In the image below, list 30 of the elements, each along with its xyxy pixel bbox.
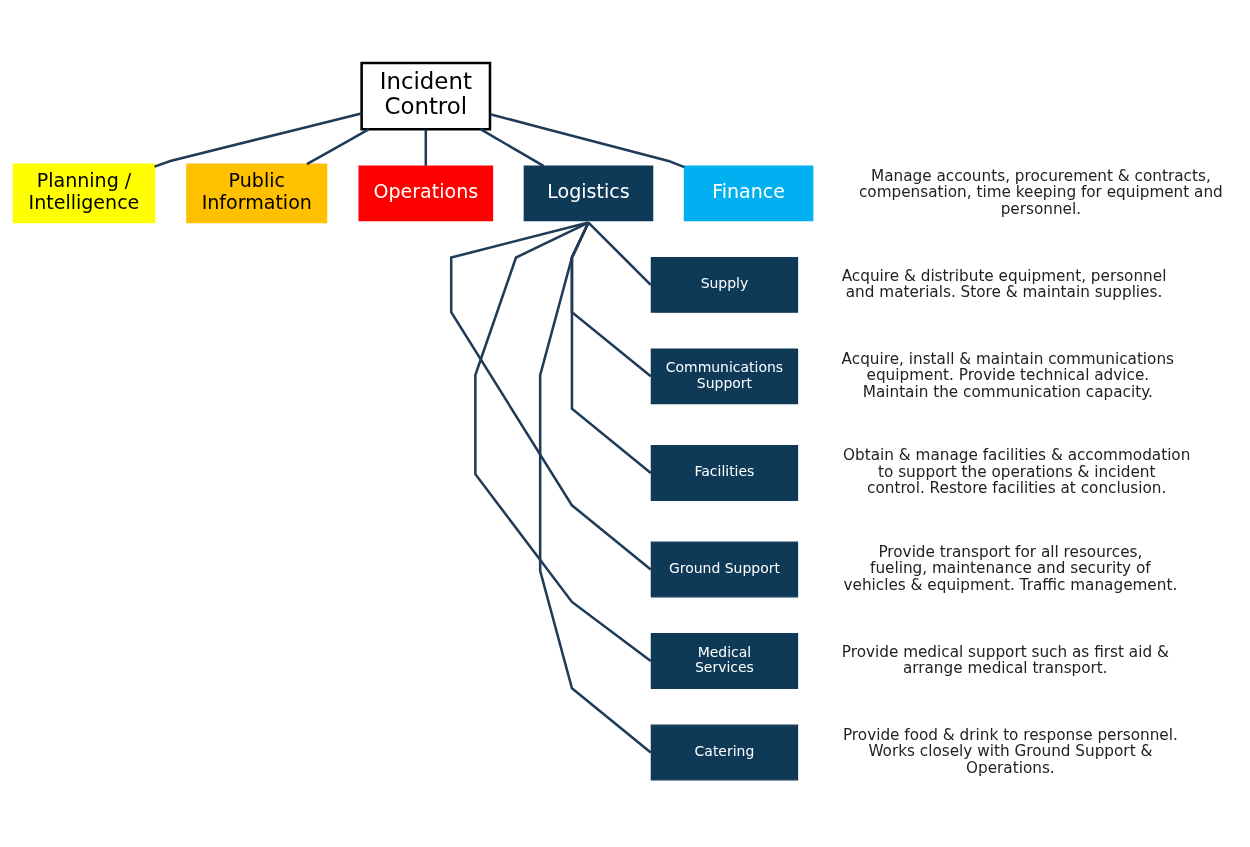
node-label: Acquire, install & maintain communications equipment. Provide technical advice. Maintain the communication capacity. [841,349,1175,401]
connector [424,128,428,166]
node-label: Acquire & distribute equipment, personnel and materials. Store & maintain supplies. [841,266,1167,301]
connector [479,127,545,167]
node-box: Communications Support [650,347,799,404]
node-box: Operations [358,164,494,221]
node-box: Finance [683,164,814,221]
connector [538,221,652,753]
connector [474,220,652,662]
node-label: Manage accounts, procurement & contracts, compensation, time keeping for equipment and personnel. [858,166,1223,218]
connector [587,221,652,286]
node-box: Ground Support [650,541,799,597]
node-box: Facilities [650,444,799,501]
connector [306,127,370,165]
node-label: Obtain & manage facilities & accommodation to support the operations & incident control. Restore facilities at conclusion. [843,445,1191,497]
node-box: Logistics [523,164,654,221]
node-label: Provide transport for all resources, fueling, maintenance and security of vehicles & equipment. Traffic management. [843,542,1178,594]
node-box: Supply [650,256,799,313]
node-box: Medical Services [650,632,799,689]
node-box: Incident Control [360,61,492,130]
node-box: Public Information [186,162,328,223]
connector [154,111,362,168]
node-box: Planning / Intelligence [12,162,156,223]
node-label: Provide food & drink to response personnel. Works closely with Ground Support & Operations. [842,725,1178,777]
node-box: Catering [650,724,799,780]
node-label: Provide medical support such as first aid & arrange medical transport. [841,642,1169,677]
connector [570,221,652,377]
connector [449,220,652,570]
connector [570,221,652,474]
connector [489,112,685,168]
